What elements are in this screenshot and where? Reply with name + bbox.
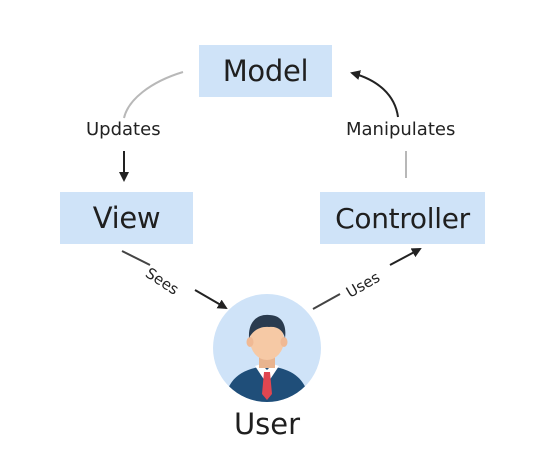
model-node: Model (199, 45, 332, 97)
user-label: User (233, 407, 301, 441)
view-node: View (60, 192, 193, 244)
controller-label: Controller (335, 201, 470, 235)
view-label: View (92, 201, 161, 235)
model-to-view-arrow (123, 71, 184, 119)
sees-arrow (194, 289, 228, 310)
updates-edge-label: Updates (86, 119, 161, 140)
uses-arrow (389, 248, 422, 266)
controller-node: Controller (320, 192, 485, 244)
controller-to-model-arrow (350, 70, 399, 118)
view-to-user-line (121, 250, 151, 266)
manipulates-edge-label: Manipulates (346, 119, 456, 140)
user-to-controller-line (312, 293, 341, 310)
model-label: Model (222, 54, 309, 88)
businessman-avatar-icon (213, 294, 321, 402)
